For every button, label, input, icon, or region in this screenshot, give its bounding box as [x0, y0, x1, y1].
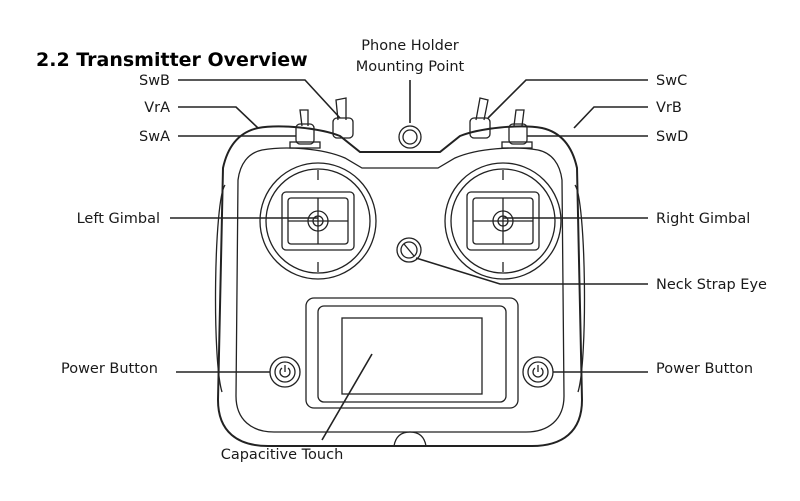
power-button-right[interactable]	[522, 356, 554, 388]
label-swa: SwA	[139, 129, 170, 145]
power-button-left[interactable]	[269, 356, 301, 388]
knob-vra[interactable]	[289, 141, 321, 149]
switch-swb[interactable]	[332, 97, 354, 139]
label-phone-holder-line2: Mounting Point	[356, 59, 465, 75]
label-vra: VrA	[144, 100, 170, 116]
label-power-button-left: Power Button	[61, 361, 158, 377]
switch-swd[interactable]	[508, 109, 528, 145]
label-vrb: VrB	[656, 100, 682, 116]
label-capacitive-touch: Capacitive Touch	[221, 447, 344, 463]
diagram-title: 2.2 Transmitter Overview	[36, 49, 308, 71]
leader-lines	[170, 79, 648, 441]
label-swb: SwB	[139, 73, 170, 89]
neck-strap-eye	[396, 237, 422, 263]
left-gimbal[interactable]	[259, 162, 377, 280]
transmitter-body	[214, 125, 586, 447]
switch-swa[interactable]	[295, 109, 315, 145]
label-right-gimbal: Right Gimbal	[656, 211, 750, 227]
knob-vrb[interactable]	[501, 141, 533, 149]
phone-holder-mount	[398, 80, 422, 149]
label-left-gimbal: Left Gimbal	[77, 211, 160, 227]
label-swc: SwC	[656, 73, 687, 89]
right-gimbal[interactable]	[444, 162, 562, 280]
label-neck-strap-eye: Neck Strap Eye	[656, 277, 767, 293]
switch-swc[interactable]	[469, 97, 491, 139]
label-swd: SwD	[656, 129, 688, 145]
label-power-button-right: Power Button	[656, 361, 753, 377]
label-phone-holder-line1: Phone Holder	[361, 38, 458, 54]
capacitive-touch-screen[interactable]	[305, 297, 519, 409]
